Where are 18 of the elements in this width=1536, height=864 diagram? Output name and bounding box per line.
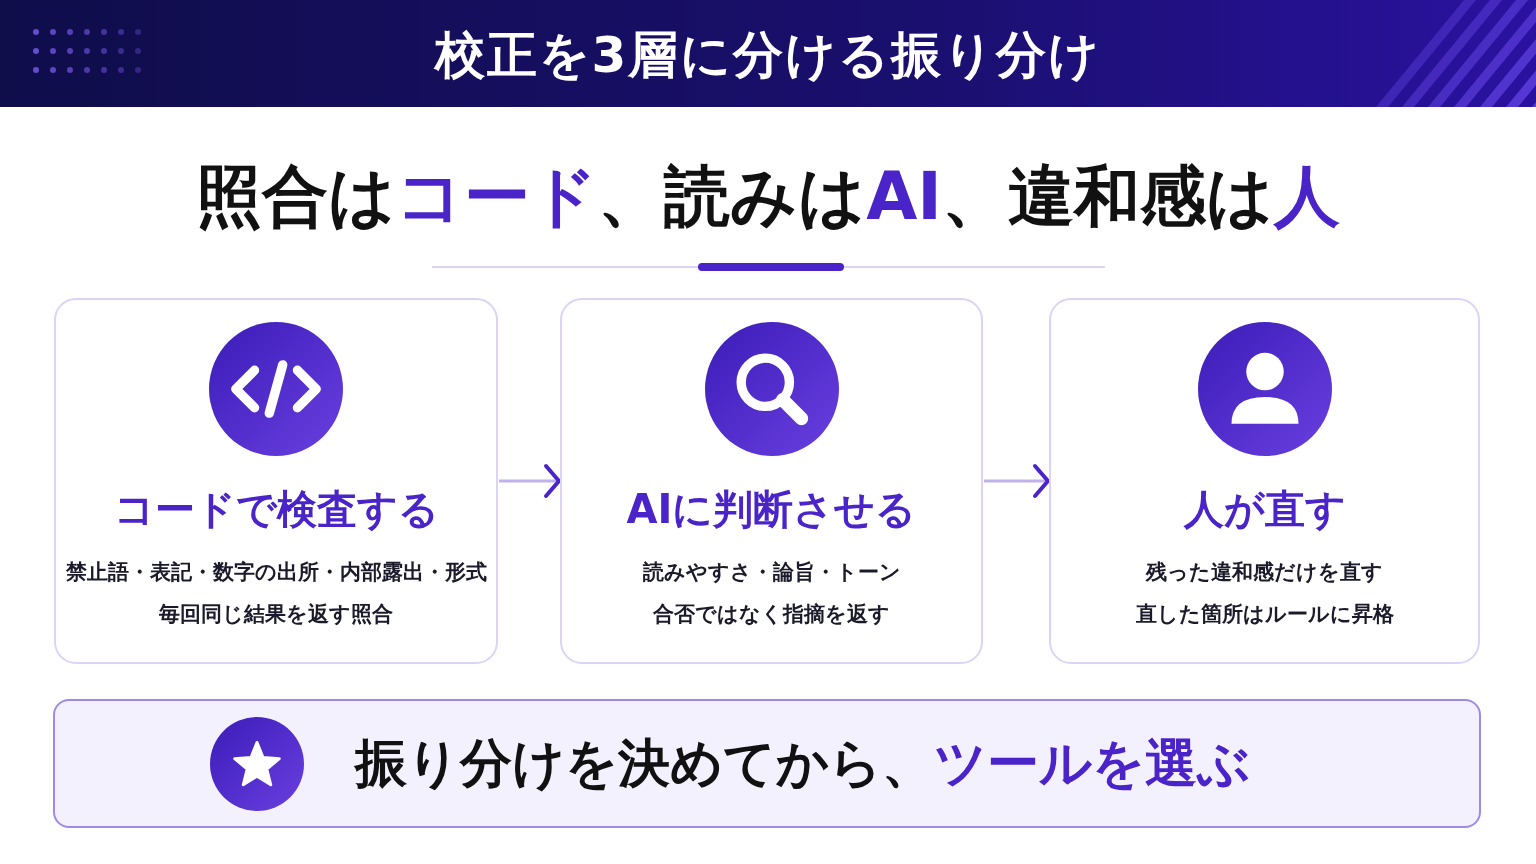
- card-title: AIに判断させる: [626, 485, 917, 534]
- card-description: 毎回同じ結果を返す照合: [159, 601, 393, 628]
- title: 校正を3層に分ける振り分け: [434, 25, 1102, 86]
- card-description: 合否ではなく指摘を返す: [653, 601, 890, 628]
- step-card: [1049, 298, 1480, 664]
- headline: 照合はコード、読みはAI、違和感は人: [196, 157, 1340, 237]
- banner: [53, 699, 1481, 828]
- step-card: [560, 298, 983, 664]
- card-description: 読みやすさ・論旨・トーン: [642, 559, 901, 586]
- card-description: 直した箇所はルールに昇格: [1135, 601, 1394, 628]
- banner-text: 振り分けを決めてから、ツールを選ぶ: [355, 732, 1250, 795]
- arrow: [984, 464, 1050, 498]
- card-description: 残った違和感だけを直す: [1146, 559, 1383, 586]
- step-card: [54, 298, 498, 664]
- arrow: [499, 464, 561, 498]
- card-description: 禁止語・表記・数字の出所・内部露出・形式: [65, 559, 487, 586]
- card-title: コードで検査する: [113, 485, 439, 534]
- card-title: 人が直す: [1183, 485, 1346, 534]
